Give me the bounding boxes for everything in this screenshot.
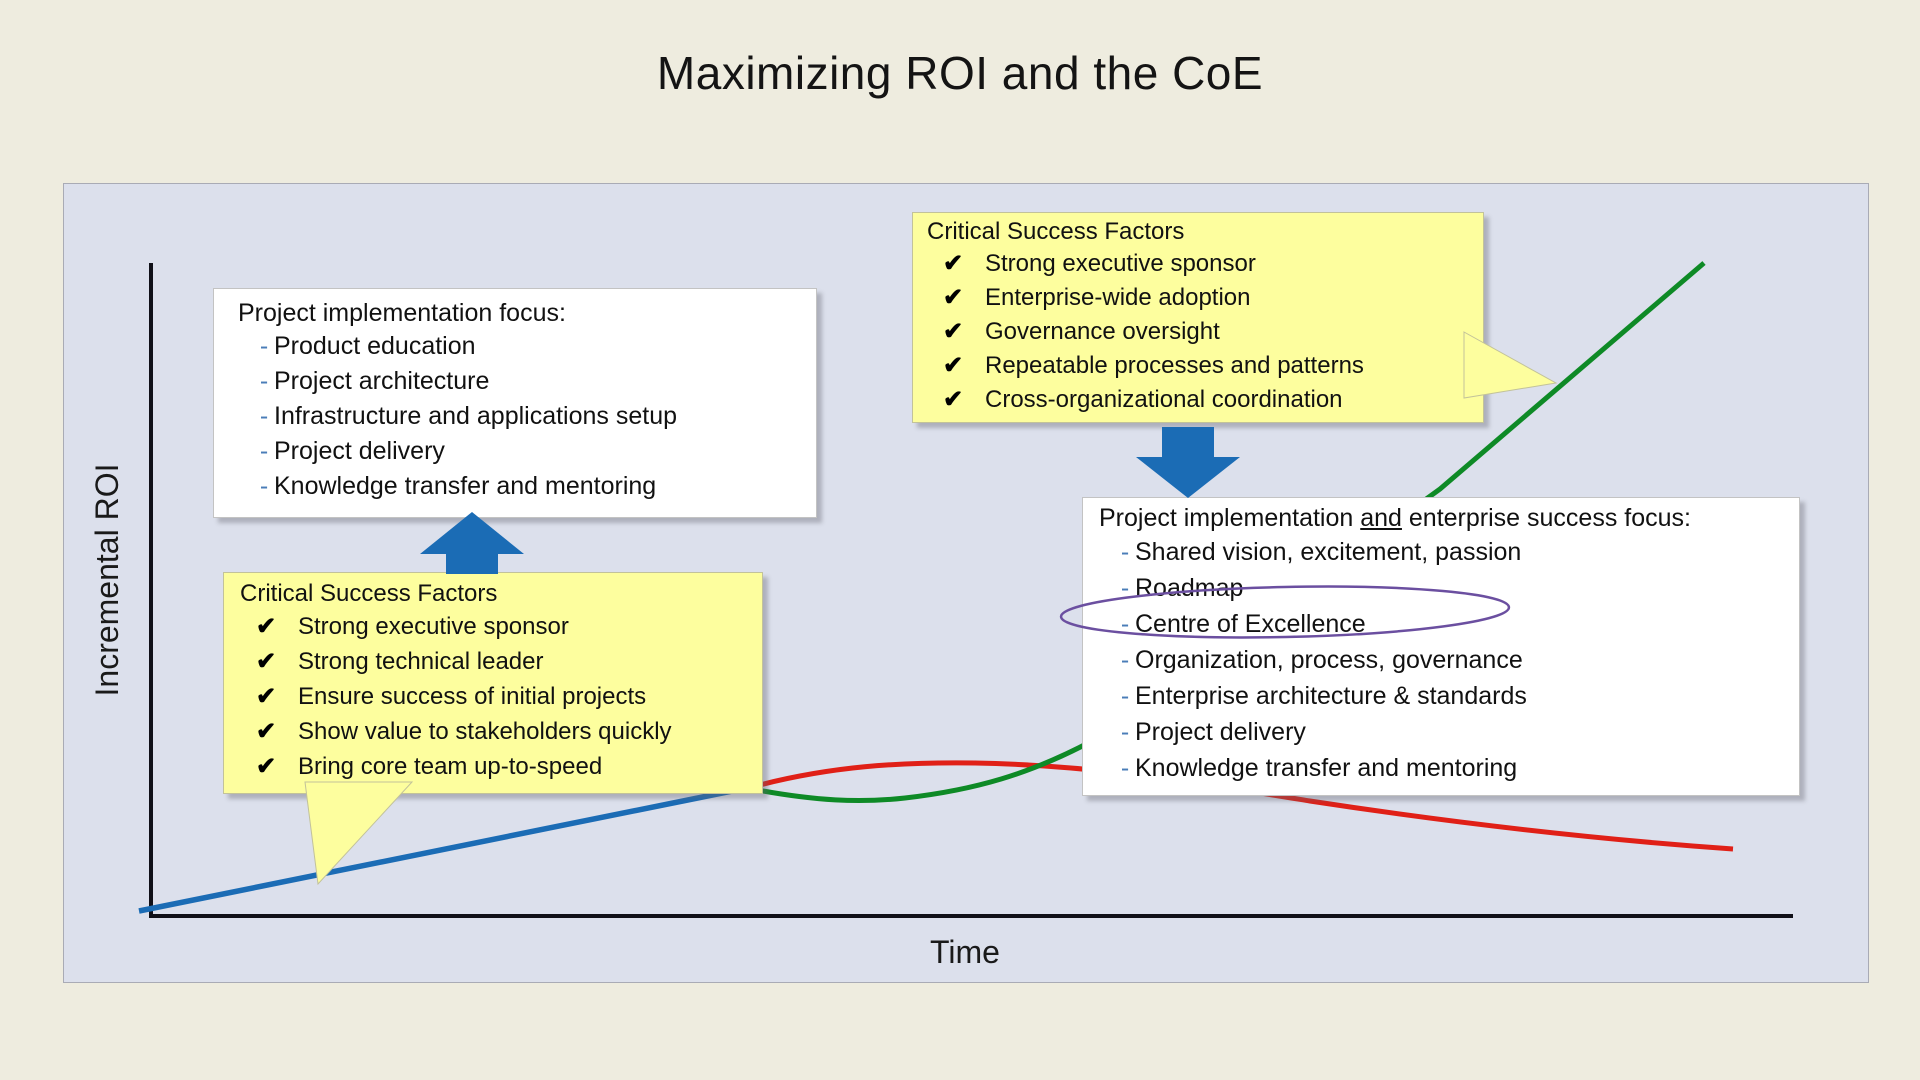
list-item: ✔ Ensure success of initial projects	[240, 679, 762, 714]
list-item: -Shared vision, excitement, passion	[1099, 534, 1799, 570]
check-icon: ✔	[256, 613, 277, 640]
item-text: Ensure success of initial projects	[298, 683, 647, 710]
item-text: Strong technical leader	[298, 648, 544, 675]
list-item: ✔ Show value to stakeholders quickly	[240, 714, 762, 749]
dash-bullet-icon: -	[259, 332, 269, 360]
slide-title: Maximizing ROI and the CoE	[656, 47, 1264, 99]
item-text: Infrastructure and applications setup	[274, 402, 678, 430]
list-item: ✔ Bring core team up-to-speed	[240, 749, 762, 784]
item-text: Knowledge transfer and mentoring	[274, 472, 657, 500]
item-text: Shared vision, excitement, passion	[1135, 538, 1522, 566]
dash-bullet-icon: -	[1120, 538, 1130, 566]
dash-bullet-icon: -	[259, 402, 269, 430]
check-icon: ✔	[943, 352, 964, 379]
item-text: Bring core team up-to-speed	[298, 753, 603, 780]
check-icon: ✔	[256, 683, 277, 710]
item-text: Roadmap	[1135, 574, 1244, 602]
list-item: -Knowledge transfer and mentoring	[238, 469, 816, 504]
box-title: Project implementation focus:	[238, 299, 566, 327]
item-text: Strong executive sponsor	[985, 250, 1256, 277]
list-item: -Organization, process, governance	[1099, 642, 1799, 678]
dash-bullet-icon: -	[1120, 682, 1130, 710]
check-icon: ✔	[943, 284, 964, 311]
list-item: -Product education	[238, 329, 816, 364]
dash-bullet-icon: -	[259, 437, 269, 465]
check-icon: ✔	[943, 318, 964, 345]
list-item: -Project delivery	[1099, 714, 1799, 750]
item-text: Product education	[274, 332, 476, 360]
check-icon: ✔	[256, 753, 277, 780]
list-item: ✔ Governance oversight	[927, 315, 1483, 349]
list-item: ✔ Strong executive sponsor	[927, 247, 1483, 281]
callout-title: Critical Success Factors	[240, 580, 498, 607]
list-item: -Enterprise architecture & standards	[1099, 678, 1799, 714]
item-text: Show value to stakeholders quickly	[298, 718, 672, 745]
title-prefix: Project implementation	[1099, 504, 1361, 532]
check-icon: ✔	[943, 250, 964, 277]
item-text: Governance oversight	[985, 318, 1220, 345]
x-axis-label: Time	[930, 934, 1000, 970]
item-text: Organization, process, governance	[1135, 646, 1523, 674]
list-item: ✔ Enterprise-wide adoption	[927, 281, 1483, 315]
list-item: -Infrastructure and applications setup	[238, 399, 816, 434]
dash-bullet-icon: -	[1120, 646, 1130, 674]
enterprise-focus-box: Project implementation and enterprise su…	[1082, 497, 1800, 796]
dash-bullet-icon: -	[1120, 754, 1130, 782]
list-item: -Knowledge transfer and mentoring	[1099, 750, 1799, 786]
item-text: Enterprise architecture & standards	[1135, 682, 1527, 710]
item-text: Repeatable processes and patterns	[985, 352, 1364, 379]
item-text: Strong executive sponsor	[298, 613, 569, 640]
title-emphasis: and	[1360, 504, 1402, 532]
csf-enterprise-callout: Critical Success Factors ✔ Strong executi…	[912, 212, 1484, 423]
item-text: Enterprise-wide adoption	[985, 284, 1251, 311]
callout-title: Critical Success Factors	[927, 218, 1185, 245]
dash-bullet-icon: -	[259, 367, 269, 395]
dash-bullet-icon: -	[1120, 610, 1130, 638]
list-item: ✔ Strong technical leader	[240, 644, 762, 679]
list-item: ✔ Cross-organizational coordination	[927, 383, 1483, 417]
dash-bullet-icon: -	[259, 472, 269, 500]
check-icon: ✔	[256, 648, 277, 675]
dash-bullet-icon: -	[1120, 718, 1130, 746]
item-text: Project delivery	[274, 437, 445, 465]
item-text: Centre of Excellence	[1135, 610, 1366, 638]
check-icon: ✔	[943, 386, 964, 413]
dash-bullet-icon: -	[1120, 574, 1130, 602]
title-suffix: enterprise success focus:	[1401, 504, 1691, 532]
csf-initial-callout: Critical Success Factors ✔ Strong executi…	[223, 572, 763, 794]
item-text: Project delivery	[1135, 718, 1306, 746]
box-title: Project implementation and enterprise su…	[1099, 502, 1799, 534]
list-item: ✔ Repeatable processes and patterns	[927, 349, 1483, 383]
item-text: Knowledge transfer and mentoring	[1135, 754, 1518, 782]
list-item: -Project architecture	[238, 364, 816, 399]
list-item: ✔ Strong executive sponsor	[240, 609, 762, 644]
item-text: Cross-organizational coordination	[985, 386, 1343, 413]
list-item: -Roadmap	[1099, 570, 1799, 606]
item-text: Project architecture	[274, 367, 490, 395]
y-axis-label: Incremental ROI	[89, 463, 125, 697]
project-focus-box: Project implementation focus: -Product e…	[213, 288, 817, 518]
list-item: -Project delivery	[238, 434, 816, 469]
list-item: -Centre of Excellence	[1099, 606, 1799, 642]
check-icon: ✔	[256, 718, 277, 745]
